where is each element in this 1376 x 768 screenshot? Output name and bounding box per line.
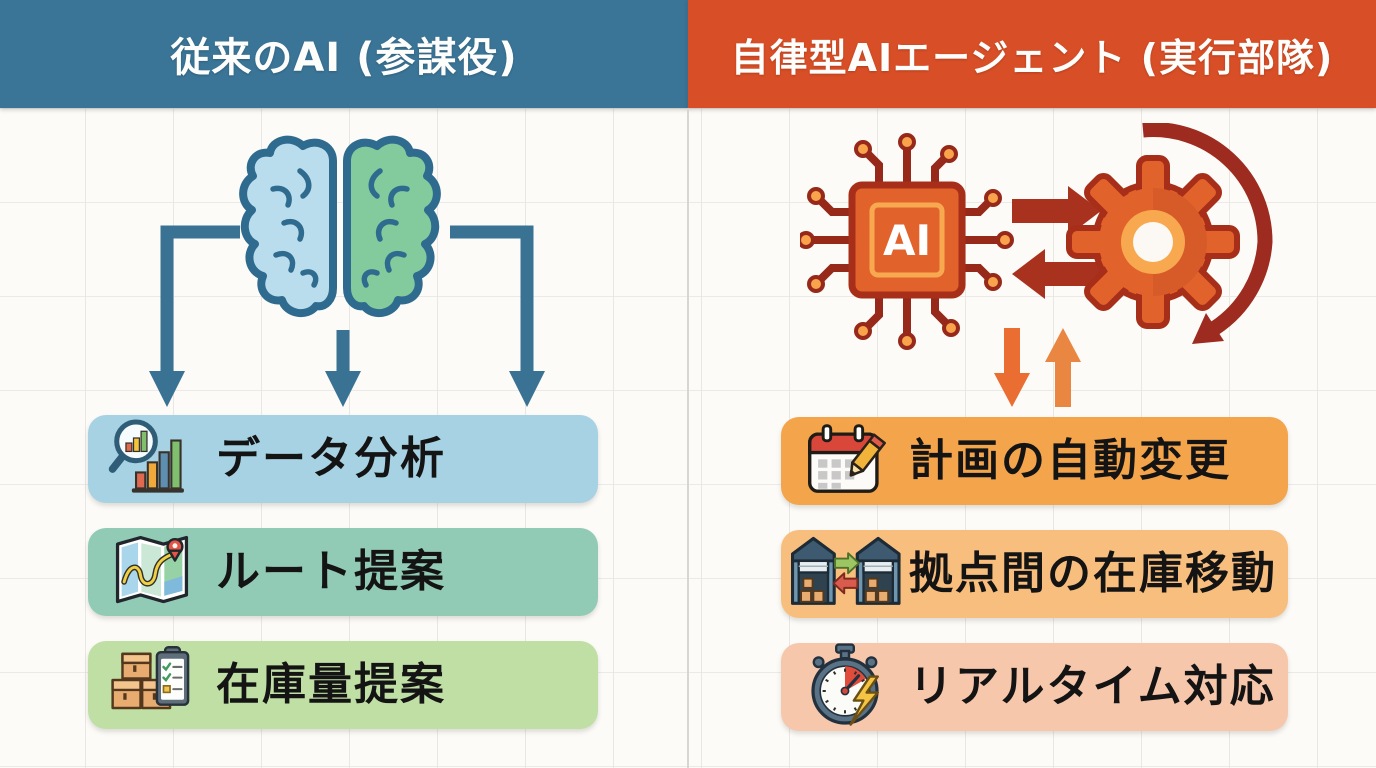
feature-inventory-suggestion: 在庫量提案: [88, 641, 598, 729]
brain-icon: [239, 135, 441, 318]
feature-label: 拠点間の在庫移動: [909, 548, 1277, 599]
brain-illustration: [149, 135, 545, 407]
feature-label: データ分析: [216, 433, 446, 484]
left-panel-title: 従来のAI (参謀役): [170, 35, 518, 81]
transfer-arrow-right: [834, 552, 860, 575]
right-panel-header: 自律型AIエージェント (実行部隊): [688, 0, 1376, 108]
calendar-pencil-icon: [793, 417, 897, 505]
inventory-boxes-clipboard-icon: [100, 641, 204, 729]
chip-ai-label: AI: [883, 216, 931, 265]
left-panel-header: 従来のAI (参謀役): [0, 0, 688, 108]
feature-realtime-response: リアルタイム対応: [781, 643, 1288, 731]
center-divider: [687, 108, 689, 768]
magnifier-bar-chart-icon: [100, 415, 204, 503]
up-arrow-icon: [1045, 328, 1081, 407]
lightning-bolt: [849, 675, 879, 726]
feature-route-suggestion: ルート提案: [88, 528, 598, 616]
right-panel-title: 自律型AIエージェント (実行部隊): [730, 35, 1334, 80]
feature-label: 計画の自動変更: [909, 435, 1231, 486]
route-map-icon: [100, 528, 204, 616]
feature-label: リアルタイム対応: [909, 661, 1276, 712]
ai-chip-gear-illustration: AI: [800, 123, 1273, 407]
warehouse-left: [791, 536, 836, 605]
feature-auto-plan-change: 計画の自動変更: [781, 417, 1288, 505]
exchange-arrows: [1012, 186, 1101, 299]
warehouse-transfer-icon: [791, 530, 901, 618]
gear-icon: [1066, 155, 1240, 329]
warehouse-right: [855, 536, 901, 605]
stopwatch-bolt-icon: [793, 643, 897, 731]
feedback-arrows: [994, 328, 1081, 407]
feature-label: ルート提案: [216, 546, 446, 597]
down-arrows: [160, 225, 534, 371]
feature-inter-site-transfer: 拠点間の在庫移動: [781, 530, 1288, 618]
feature-data-analysis: データ分析: [88, 415, 598, 503]
cycle-arrow: [1142, 123, 1273, 344]
ai-chip-icon: AI: [800, 133, 1014, 350]
arrow-heads: [149, 371, 545, 407]
feature-label: 在庫量提案: [216, 659, 446, 710]
down-arrow-icon: [994, 328, 1030, 407]
transfer-arrow-left: [832, 572, 859, 595]
